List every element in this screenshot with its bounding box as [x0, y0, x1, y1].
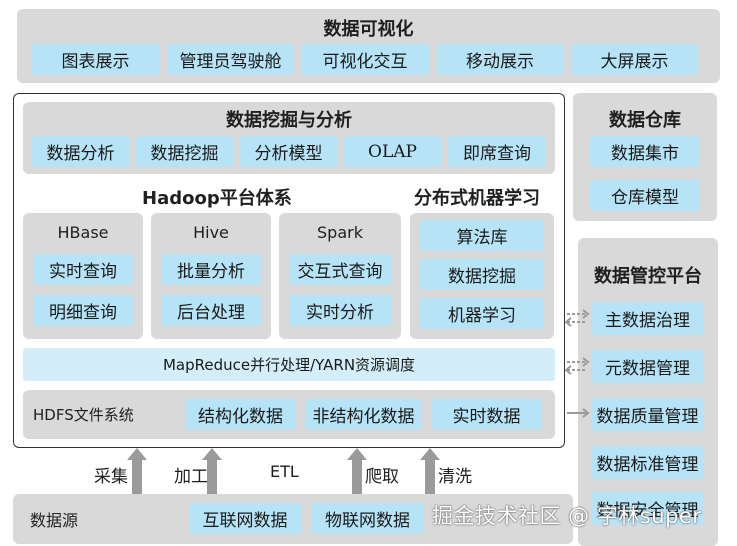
visualization-item: 移动展示: [437, 44, 563, 75]
ml-item: 机器学习: [420, 298, 544, 329]
hbase-item: 明细查询: [33, 295, 133, 326]
warehouse-item: 数据集市: [590, 136, 700, 167]
governance-item: 主数据治理: [591, 302, 704, 335]
visualization-item: 管理员驾驶舱: [167, 44, 294, 75]
mining-item: 即席查询: [448, 136, 546, 167]
arrow-up-icon: [127, 448, 147, 496]
governance-item: 数据标准管理: [591, 446, 704, 479]
spark-item: 实时分析: [289, 295, 391, 326]
double-arrow-icon: [564, 309, 590, 327]
hive-item: 后台处理: [161, 295, 261, 326]
governance-item: 元数据管理: [591, 350, 704, 383]
arrow-up-icon: [347, 448, 367, 496]
ingest-label: 爬取: [365, 467, 399, 487]
ml-title: 分布式机器学习: [414, 188, 540, 209]
arrow-up-icon: [202, 448, 222, 496]
governance-arrows: [564, 309, 590, 418]
visualization-item: 大屏展示: [571, 44, 698, 75]
warehouse-title: 数据仓库: [609, 110, 681, 131]
warehouse-item: 仓库模型: [590, 180, 700, 211]
hive-item: 批量分析: [161, 254, 261, 285]
governance-item: 数据质量管理: [591, 398, 704, 431]
ingest-label: 清洗: [438, 467, 472, 487]
source-label: 数据源: [30, 511, 79, 530]
mining-item: 数据挖掘: [136, 136, 233, 167]
spark-item: 交互式查询: [289, 254, 391, 285]
hadoop-frame: [13, 93, 565, 448]
arrow-up-icon: [420, 448, 440, 496]
hive-title: Hive: [193, 223, 229, 242]
hdfs-item: 结构化数据: [185, 399, 296, 430]
mining-item: 数据分析: [32, 136, 129, 167]
mining-item: 分析模型: [240, 136, 337, 167]
mapreduce-bar: MapReduce并行处理/YARN资源调度: [23, 348, 555, 381]
hbase-item: 实时查询: [33, 254, 133, 285]
visualization-item: 可视化交互: [301, 44, 429, 75]
mining-title: 数据挖掘与分析: [226, 110, 352, 131]
double-arrow-icon: [564, 357, 590, 375]
arrow-right-icon: [567, 408, 590, 418]
ml-item: 算法库: [420, 220, 544, 251]
ingest-label: 加工: [174, 467, 208, 487]
visualization-title: 数据可视化: [323, 19, 414, 40]
hdfs-item: 非结构化数据: [306, 399, 421, 430]
mining-item: OLAP: [344, 136, 441, 167]
source-item: 物联网数据: [312, 503, 423, 534]
hdfs-item: 实时数据: [431, 399, 542, 430]
governance-title: 数据管控平台: [594, 266, 702, 287]
governance-item: 数据安全管理: [591, 492, 704, 525]
source-item: 互联网数据: [189, 503, 301, 534]
spark-title: Spark: [317, 223, 363, 242]
ingest-label: ETL: [270, 462, 299, 481]
hdfs-label: HDFS文件系统: [33, 406, 134, 424]
hadoop-title: Hadoop平台体系: [142, 188, 292, 209]
hbase-title: HBase: [57, 223, 109, 242]
ml-item: 数据挖掘: [420, 259, 544, 290]
visualization-item: 图表展示: [31, 44, 160, 75]
ingest-label: 采集: [94, 467, 128, 487]
watermark: 掘金技术社区 @ 字林super: [432, 504, 702, 528]
